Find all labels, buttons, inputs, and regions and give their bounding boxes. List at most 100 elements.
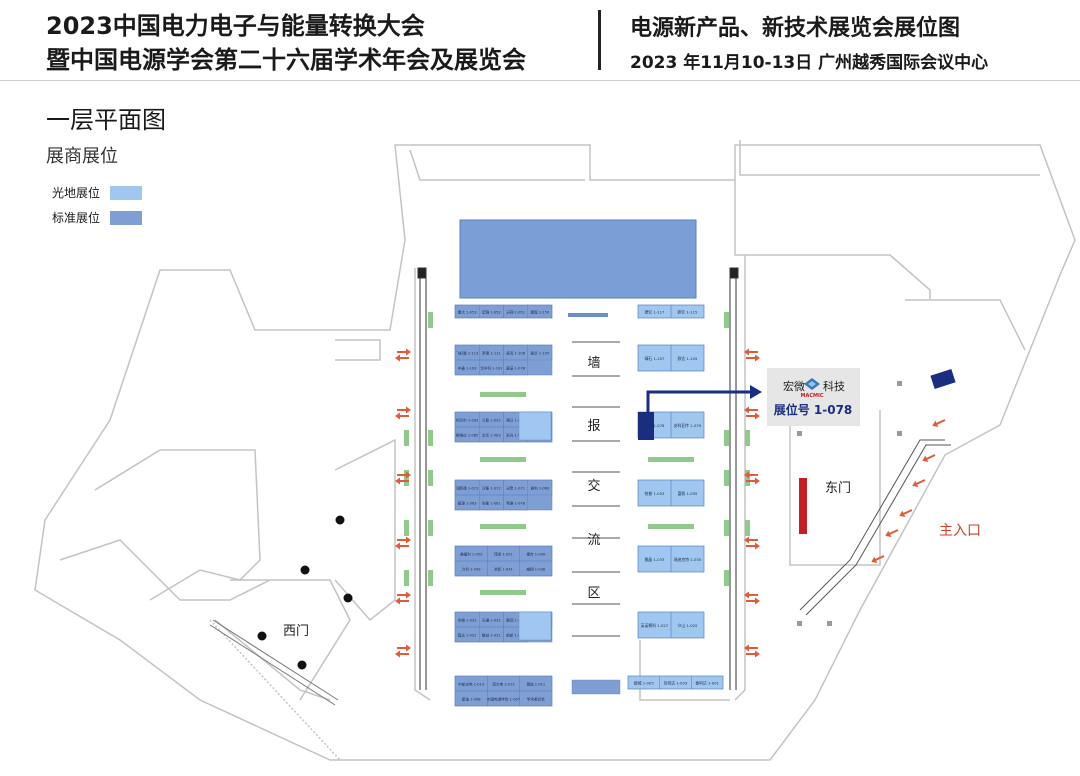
booth-cell[interactable] <box>670 304 705 319</box>
booth-label: 振华 1-105 <box>530 351 549 356</box>
green-marker <box>404 520 409 536</box>
entrance-arrow-icon <box>397 348 411 356</box>
booth-cell[interactable] <box>527 479 553 496</box>
booth-label: 固达 1-022 <box>458 633 477 638</box>
booth-label: 星逸 1-008 <box>462 697 481 702</box>
corridor-char-1: 墙 <box>587 356 600 371</box>
entrance-arrow-icon <box>744 644 758 652</box>
booth-label: 中鑫 1-103 <box>458 366 477 371</box>
booth-label: 敏创 1-021 <box>482 633 501 638</box>
booth-label: 宏微 1-078 <box>645 423 665 428</box>
entrance-arrow-icon <box>932 419 946 427</box>
legend-standard: 标准展位 <box>52 209 143 226</box>
highlighted-booth-1-078[interactable] <box>638 412 654 440</box>
booth-label: 学术委员会 <box>527 697 545 702</box>
green-marker <box>428 430 433 446</box>
booth-label: 南大电 1-012 <box>492 682 514 687</box>
east-gate-label: 东门 <box>825 481 851 496</box>
callout-booth-number: 展位号 1-078 <box>774 402 853 417</box>
booth-callout[interactable]: 宏微 MACMIC 科技 展位号 1-078 <box>767 368 860 426</box>
entrance-arrow-icon <box>871 555 885 563</box>
entrance-arrow-icon <box>397 406 411 414</box>
booth-label: 求和 1-041 <box>494 567 513 572</box>
booth-cell[interactable] <box>670 411 705 439</box>
booth-cell[interactable] <box>519 690 553 707</box>
association-booth <box>571 679 621 695</box>
booth-label: 斯维达 1-085 <box>456 433 478 438</box>
entrance-arrow-icon <box>397 644 411 652</box>
hall-walls <box>417 267 739 690</box>
callout-brand-tail: 科技 <box>823 379 845 393</box>
page-header: 2023中国电力电子与能量转换大会 暨中国电源学会第二十六届学术年会及展览会 电… <box>0 0 1080 82</box>
booth-label: 兰影 1-092 <box>482 418 501 423</box>
booth-label: 润新德 1-073 <box>456 486 478 491</box>
booth-label: 天翔 1-051 <box>506 310 525 315</box>
green-marker <box>428 520 433 536</box>
booth-pointer-arrow <box>646 385 762 412</box>
legend-swatch-raw <box>110 185 143 200</box>
booth-label: 泰科达 1-001 <box>695 681 719 686</box>
entrance-arrow-icon <box>746 354 760 362</box>
legend-label-standard: 标准展位 <box>52 211 101 225</box>
booth-label: 举微 1-033 <box>458 618 477 623</box>
entrance-arrow-icon <box>395 354 409 362</box>
booth-label: 航航 1-018 <box>506 633 525 638</box>
booth-label: 顺日 1-091 <box>506 418 525 423</box>
booth-label: 众山 1-025 <box>678 623 698 628</box>
entrance-arrow-icon <box>395 650 409 658</box>
legend-raw-space: 光地展位 <box>52 184 143 201</box>
east-sign <box>930 368 956 390</box>
corridor-lines <box>572 341 620 637</box>
booth-label: 康大 1-053 <box>458 310 477 315</box>
booth-label: 彩光 1-081 <box>506 433 525 438</box>
booth-label: 铭普 1-053 <box>645 491 665 496</box>
green-strip <box>480 392 526 397</box>
booth-label: 威翔 1-038 <box>526 567 545 572</box>
entrance-arrow-icon <box>395 597 409 605</box>
booth-label: 佳纬达 1-003 <box>664 681 688 686</box>
booth-label: 博卓 1-051 <box>494 552 513 557</box>
corridor-char-5: 区 <box>587 586 600 601</box>
booth-label: 汉集 1-072 <box>482 486 501 491</box>
exhibitor-booths-title: 展商展位 <box>46 146 118 167</box>
green-marker <box>724 470 729 486</box>
entrance-arrow-icon <box>746 412 760 420</box>
east-ramp <box>799 439 951 616</box>
booth-cell[interactable] <box>527 344 553 361</box>
booth-cell[interactable] <box>691 675 724 690</box>
booth-label: 泰克 1-108 <box>506 351 525 356</box>
logo-text: MACMIC <box>800 393 823 399</box>
booth-cell[interactable] <box>670 344 705 372</box>
legend-swatch-standard <box>110 210 143 225</box>
west-gate-label: 西门 <box>283 624 309 639</box>
entrance-arrow-icon <box>395 412 409 420</box>
booth-cell[interactable] <box>519 560 553 577</box>
booth-cell[interactable] <box>670 479 705 507</box>
entrance-arrow-icon <box>744 591 758 599</box>
booth-label: 雅利 1-069 <box>530 486 549 491</box>
booth-cell[interactable] <box>527 304 553 319</box>
booth-label: 张衡 1-061 <box>482 501 501 506</box>
conference-subtitle: 暨中国电源学会第二十六届学术年会及展览会 <box>46 46 526 74</box>
booth-label: 盛源 1-063 <box>458 501 477 506</box>
corridor-label: 墙 报 交 流 区 <box>587 356 600 601</box>
entrance-arrow-icon <box>397 471 411 479</box>
corridor-char-3: 交 <box>587 478 600 494</box>
corridor-char-4: 流 <box>587 533 600 548</box>
header-rule <box>0 80 1080 81</box>
floor-title: 一层平面图 <box>46 106 166 134</box>
entrance-arrow-icon <box>899 509 913 517</box>
booth-label: 迅宝 1-071 <box>506 486 525 491</box>
green-marker <box>745 520 750 536</box>
booth-label: 瑞迪克特 1-035 <box>674 557 702 562</box>
booth-cell[interactable] <box>503 359 528 376</box>
green-marker <box>428 470 433 486</box>
booth-cell[interactable] <box>503 494 528 511</box>
green-marker <box>404 570 409 586</box>
corridor-char-2: 报 <box>587 419 600 434</box>
booth-cell[interactable] <box>670 545 705 573</box>
booth-cell[interactable] <box>670 611 705 639</box>
booth-label: 力科 1-043 <box>462 567 481 572</box>
